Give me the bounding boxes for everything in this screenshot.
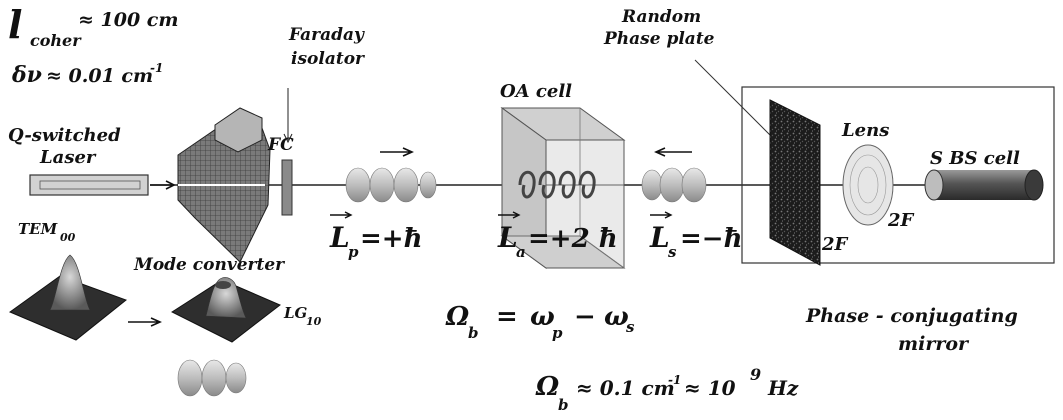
helical-beam-lg — [177, 359, 247, 397]
pcm-label-2: mirror — [898, 333, 970, 355]
momentum-p-sub: p — [348, 243, 359, 261]
focal-label-2: 2F — [887, 210, 915, 231]
random-plate-label-1: Random — [621, 7, 701, 27]
oa-cell-label: OA cell — [500, 81, 572, 102]
conversion-arrow — [128, 317, 162, 327]
laser-core — [39, 180, 141, 190]
sbs-cell — [924, 169, 1044, 201]
lg10-profile — [170, 277, 281, 343]
tem-sub: 00 — [60, 231, 76, 244]
omega-val-lhs-sub: b — [558, 396, 569, 414]
linewidth-symbol: δν — [11, 62, 42, 88]
linewidth-sup: -1 — [150, 61, 163, 75]
faraday-label-2: isolator — [291, 49, 365, 69]
omega-eq-w2: ω — [604, 302, 629, 332]
laser-label-2: Laser — [39, 147, 97, 168]
momentum-p-rhs: =+ħ — [360, 224, 422, 254]
coherence-sub: coher — [30, 31, 82, 50]
linewidth-value: ≈ 0.01 cm — [46, 65, 153, 87]
coherence-value: ≈ 100 cm — [78, 9, 178, 31]
helical-beam-pump — [345, 167, 437, 203]
lens — [842, 144, 894, 226]
laser-body — [29, 174, 149, 196]
random-plate-label-2: Phase plate — [603, 29, 715, 49]
lg-label: LG — [283, 304, 308, 322]
pcm-enclosure — [741, 86, 1055, 264]
omega-eq-w1-sub: p — [552, 324, 563, 342]
random-phase-plate — [769, 99, 821, 266]
omega-eq-minus: − — [574, 302, 596, 332]
lg-sub: 10 — [306, 315, 322, 328]
laser-arrow — [150, 180, 176, 190]
omega-eq-eq: = — [496, 302, 518, 332]
omega-val-rest: ≈ 10 — [684, 376, 736, 400]
fc-label: FC — [267, 135, 294, 155]
omega-val-lhs: Ω — [535, 372, 559, 402]
tem00-profile — [8, 254, 128, 341]
pcm-label-1: Phase - conjugating — [805, 305, 1018, 327]
omega-val-unit: Hz — [767, 376, 799, 400]
momentum-p-main: L — [329, 221, 350, 254]
omega-eq-w1: ω — [530, 302, 555, 332]
omega-eq-lhs-sub: b — [468, 324, 479, 342]
omega-val-sup2: 9 — [750, 365, 761, 384]
mode-converter-label: Mode converter — [133, 255, 285, 275]
omega-eq-w2-sub: s — [626, 318, 635, 336]
faraday-label-1: Faraday — [288, 25, 365, 45]
momentum-a-rhs: =+2 ħ — [528, 224, 618, 254]
momentum-s-rhs: =−ħ — [680, 224, 742, 254]
momentum-s-main: L — [649, 221, 670, 254]
lens-label: Lens — [841, 120, 889, 141]
forward-arrow — [380, 147, 414, 157]
omega-val-sup1: -1 — [668, 373, 681, 387]
helical-beam-stokes — [641, 167, 707, 203]
focal-label-1: 2F — [821, 234, 849, 255]
momentum-s-sub: s — [668, 243, 677, 261]
backward-arrow — [654, 147, 692, 157]
sbs-cell-label: S BS cell — [930, 148, 1020, 169]
laser-label-1: Q-switched — [8, 125, 121, 146]
mode-converter — [177, 107, 271, 263]
momentum-a-main: L — [497, 221, 518, 254]
omega-eq-lhs: Ω — [445, 302, 469, 332]
coherence-symbol: l — [8, 2, 22, 47]
faraday-isolator — [281, 159, 293, 216]
oa-cell — [500, 107, 626, 269]
tem-label: TEM — [18, 220, 58, 238]
vector-arrows — [330, 211, 673, 219]
omega-val-mid: ≈ 0.1 cm — [576, 376, 675, 400]
momentum-a-sub: a — [516, 243, 526, 261]
